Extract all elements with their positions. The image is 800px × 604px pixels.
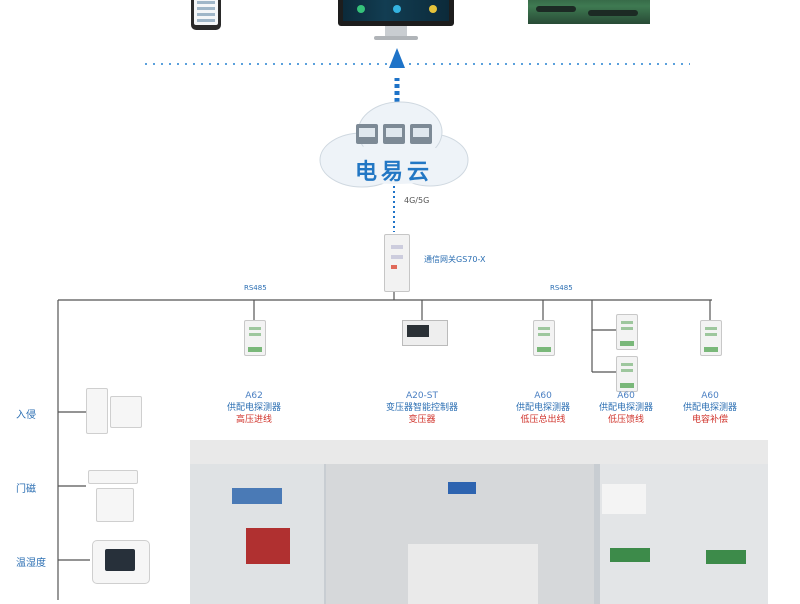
sensor-label-temp-humidity: 温湿度 bbox=[16, 558, 46, 569]
detector-module bbox=[616, 314, 638, 350]
detector-module bbox=[700, 320, 722, 356]
detector-module bbox=[533, 320, 555, 356]
device-label-1: A62 供配电探测器 高压进线 bbox=[214, 390, 294, 426]
device-label-3: A60 供配电探测器 低压总出线 bbox=[503, 390, 583, 426]
device-model: A20-ST bbox=[405, 391, 439, 401]
device-label-4: A60 供配电探测器 低压馈线 bbox=[586, 390, 666, 426]
network-label: 4G/5G bbox=[404, 196, 430, 205]
transformer-controller bbox=[402, 320, 448, 346]
device-model: A62 bbox=[245, 391, 263, 401]
gateway-label: 通信网关GS70-X bbox=[424, 255, 486, 264]
server-icon bbox=[383, 124, 405, 144]
device-model: A60 bbox=[534, 391, 552, 401]
device-model: A60 bbox=[617, 391, 635, 401]
server-icon bbox=[356, 124, 378, 144]
door-controller bbox=[96, 488, 134, 522]
temp-humidity-sensor bbox=[92, 540, 150, 584]
device-name: 变压器智能控制器 bbox=[385, 403, 458, 413]
door-sensor bbox=[88, 470, 138, 484]
device-model: A60 bbox=[701, 391, 719, 401]
device-name: 供配电探测器 bbox=[682, 403, 737, 413]
device-name: 供配电探测器 bbox=[515, 403, 570, 413]
monitor-base bbox=[374, 36, 418, 40]
device-role: 高压进线 bbox=[235, 415, 272, 425]
intrusion-controller bbox=[110, 396, 142, 428]
device-role: 电容补偿 bbox=[691, 415, 728, 425]
detector-module bbox=[244, 320, 266, 356]
bus-label-left: RS485 bbox=[244, 284, 267, 292]
sensor-label-door: 门磁 bbox=[16, 484, 36, 495]
sensor-label-intrusion: 入侵 bbox=[16, 410, 36, 421]
upload-arrow-head bbox=[389, 48, 405, 68]
server-icon bbox=[410, 124, 432, 144]
device-role: 变压器 bbox=[408, 415, 436, 425]
device-role: 低压总出线 bbox=[520, 415, 566, 425]
device-label-5: A60 供配电探测器 电容补偿 bbox=[670, 390, 750, 426]
intrusion-sensor bbox=[86, 388, 108, 434]
device-name: 供配电探测器 bbox=[598, 403, 653, 413]
gateway-device bbox=[384, 234, 410, 292]
device-name: 供配电探测器 bbox=[226, 403, 281, 413]
mobile-phone-image bbox=[191, 0, 221, 30]
bus-label-right: RS485 bbox=[550, 284, 573, 292]
cloud-label: 电易云 bbox=[354, 160, 433, 185]
monitor-image bbox=[338, 0, 454, 26]
device-role: 低压馈线 bbox=[607, 415, 644, 425]
device-label-2: A20-ST 变压器智能控制器 变压器 bbox=[376, 390, 468, 426]
switchgear-photo bbox=[190, 440, 768, 604]
monitor-stand bbox=[385, 26, 407, 36]
site-photo-top bbox=[528, 0, 650, 24]
detector-module bbox=[616, 356, 638, 392]
